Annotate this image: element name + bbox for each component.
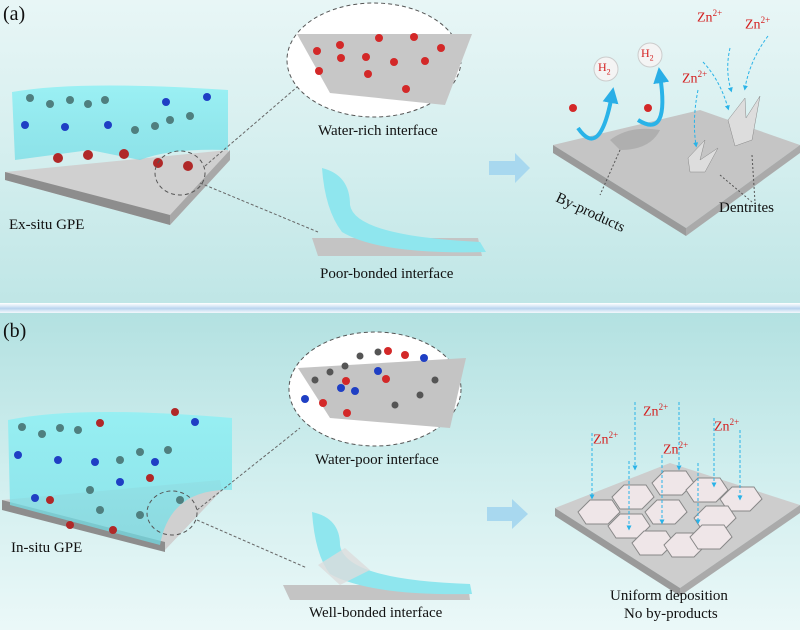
water-molecules <box>53 149 193 171</box>
dendrites-label: Dentrites <box>719 200 774 216</box>
zn-ion-label: Zn2+ <box>745 15 771 33</box>
water-rich-interface-label: Water-rich interface <box>318 123 438 139</box>
gpe-label-ex-situ: Ex-situ GPE <box>9 217 85 233</box>
water-poor-interface-label: Water-poor interface <box>315 452 439 468</box>
dendrite-result <box>553 35 800 236</box>
h2-label: H2 <box>641 46 654 63</box>
h2-evolution-arrow <box>636 67 670 127</box>
h2-label: H2 <box>598 60 611 77</box>
adhesion-fibers <box>318 548 370 585</box>
process-arrow <box>489 153 530 183</box>
zoom-circle <box>146 490 198 536</box>
zn-ion-label: Zn2+ <box>714 417 740 435</box>
well-bonded-interface-label: Well-bonded interface <box>309 605 443 621</box>
well-bonded-interface-icon <box>283 512 472 600</box>
uniform-deposition-label: Uniform deposition <box>610 588 728 604</box>
zn-ion-label: Zn2+ <box>682 69 708 87</box>
water-molecule <box>569 104 577 112</box>
in-situ-gpe-model <box>2 408 308 569</box>
zn-ion-label: Zn2+ <box>663 440 689 458</box>
molecule-chain <box>26 94 194 134</box>
water-rich-interface-zoom <box>286 2 472 118</box>
gel-block <box>12 85 228 160</box>
poor-bonded-interface-label: Poor-bonded interface <box>320 266 454 282</box>
poor-bonded-interface-icon <box>312 168 486 256</box>
no-byproducts-label: No by-products <box>624 606 718 622</box>
water-poor-interface-zoom <box>288 331 466 447</box>
panel-label-b: (b) <box>3 320 27 342</box>
zn-ion-label: Zn2+ <box>697 8 723 26</box>
gpe-label-in-situ: In-situ GPE <box>11 540 83 556</box>
byproduct-deposit <box>610 128 660 150</box>
h2-bubble <box>593 56 619 82</box>
h2-evolution-arrow <box>576 87 619 141</box>
panel-label-a: (a) <box>3 3 26 25</box>
panel-divider <box>0 303 800 314</box>
ex-situ-gpe-model <box>5 75 319 233</box>
process-arrow <box>487 499 528 529</box>
water-molecule <box>644 104 652 112</box>
h2-bubble <box>637 42 663 68</box>
dendrite <box>727 95 761 147</box>
zn-ion-label: Zn2+ <box>643 402 669 420</box>
dendrite <box>687 139 719 173</box>
uniform-deposition-result <box>555 402 800 596</box>
electrode-plate <box>5 150 230 225</box>
zoom-circle <box>154 150 206 196</box>
zn-ion-label: Zn2+ <box>593 430 619 448</box>
